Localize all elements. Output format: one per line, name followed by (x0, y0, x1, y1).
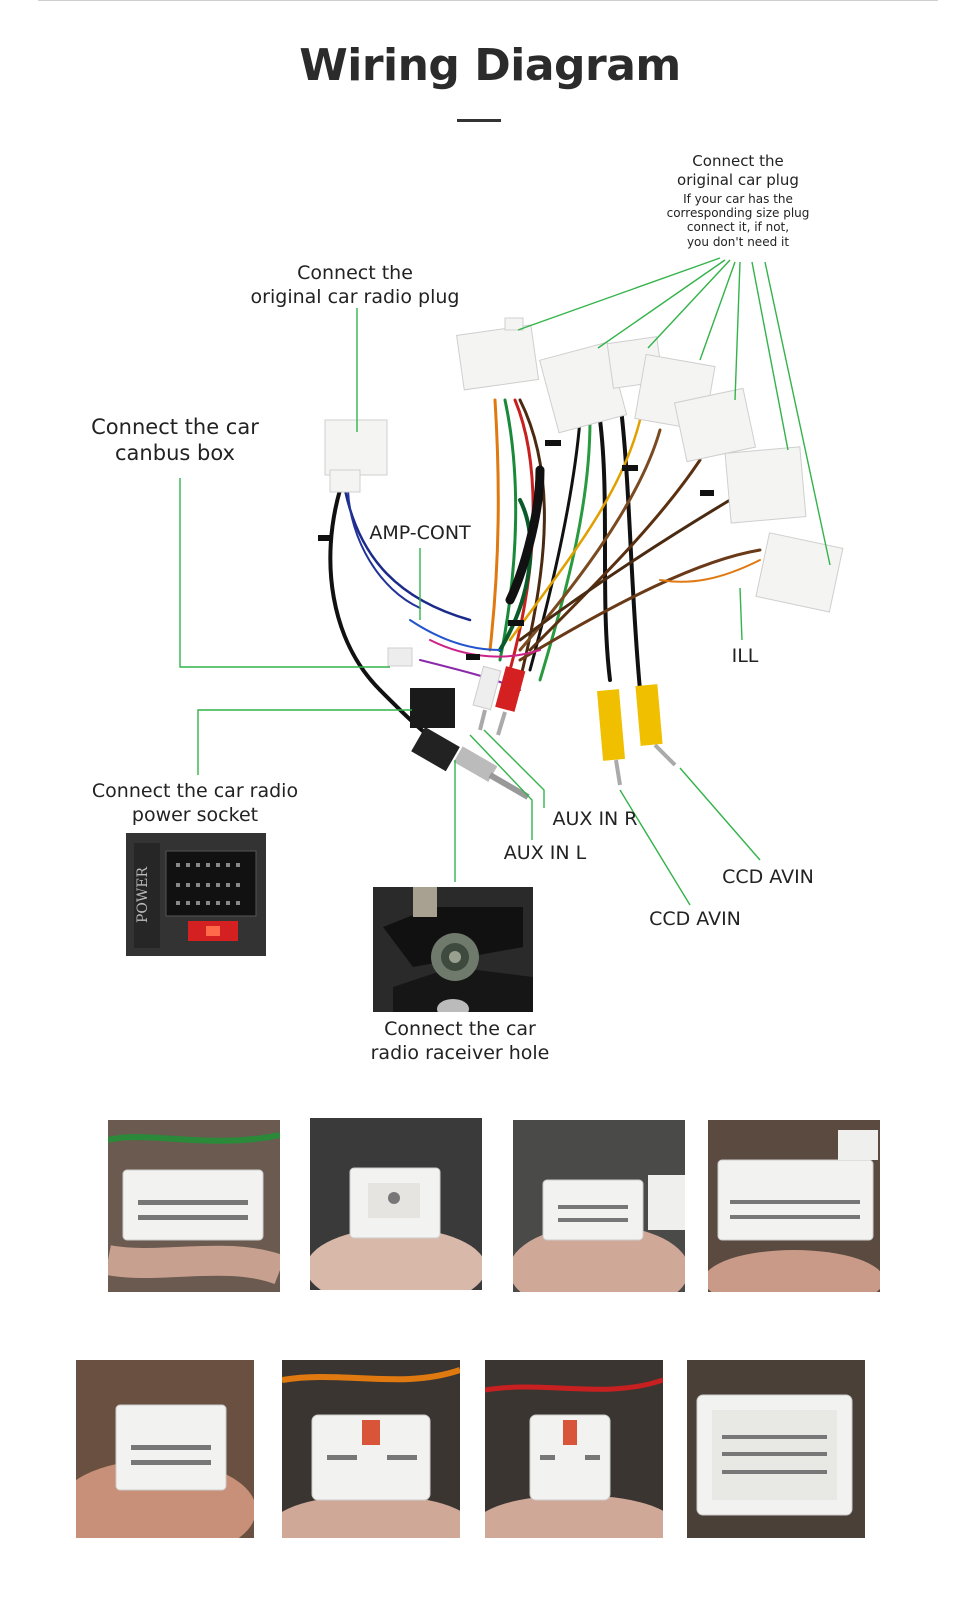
top-divider (38, 0, 938, 1)
rca-plugs (472, 665, 677, 786)
connector-photo-1 (108, 1120, 280, 1292)
connector-photo-7 (485, 1360, 663, 1538)
page-title: Wiring Diagram (299, 40, 681, 91)
connector-photo-6 (282, 1360, 460, 1538)
wiring-harness-diagram (179, 257, 844, 906)
power-connector (410, 688, 455, 728)
connector-photo-5 (76, 1360, 254, 1538)
label-ccd-avin-1: CCD AVIN (722, 866, 814, 888)
label-ill: ILL (731, 645, 759, 667)
title-underline (457, 119, 501, 122)
harness-wires (328, 398, 762, 747)
connector-photo-3 (513, 1120, 685, 1292)
receiver-hole-photo (373, 887, 533, 1012)
label-radio-plug: Connect the original car radio plug (250, 262, 460, 308)
label-original-plug: Connect the original car plug If your ca… (648, 152, 828, 249)
connector-photo-8 (687, 1360, 865, 1538)
connector-photo-2 (310, 1118, 482, 1290)
power-socket-photo: POWER (126, 833, 266, 956)
label-aux-in-l: AUX IN L (503, 842, 587, 864)
connector-group (324, 317, 844, 667)
connector-photo-4 (708, 1120, 880, 1292)
label-original-plug-title: Connect the original car plug (677, 152, 799, 189)
leader-lines (179, 257, 831, 906)
antenna-plug (411, 727, 530, 800)
label-power-socket: Connect the car radio power socket (91, 780, 299, 826)
cable-ties (318, 440, 714, 660)
label-ccd-avin-2: CCD AVIN (649, 908, 741, 930)
label-original-plug-note: If your car has the corresponding size p… (666, 191, 810, 249)
label-receiver-hole: Connect the car radio raceiver hole (370, 1018, 550, 1064)
label-canbus: Connect the car canbus box (91, 415, 259, 466)
label-aux-in-r: AUX IN R (552, 808, 638, 830)
label-amp-cont: AMP-CONT (369, 522, 471, 544)
power-label-text: POWER (135, 867, 151, 924)
